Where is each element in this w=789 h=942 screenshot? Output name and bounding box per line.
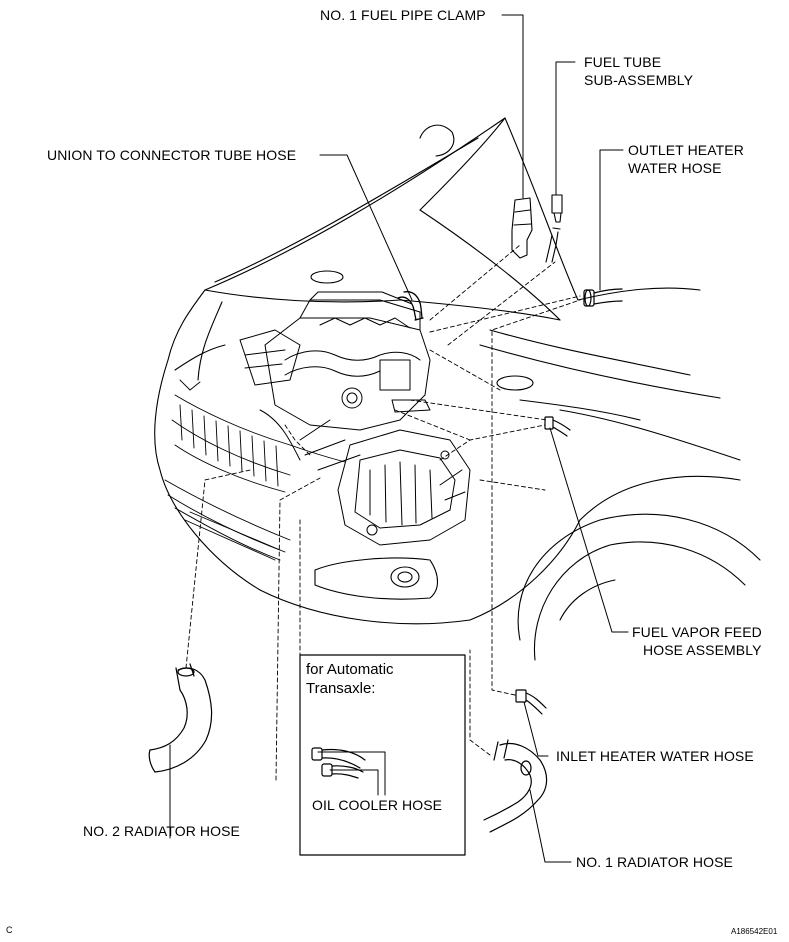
inlet-heater-hose-part	[515, 689, 547, 715]
label-outlet-heater-line2: WATER HOSE	[628, 160, 722, 176]
fuel-tube-part	[545, 194, 563, 263]
label-outlet-heater-line1: OUTLET HEATER	[628, 142, 744, 158]
engine-assembly	[239, 291, 431, 471]
oil-cooler-hose-part	[311, 747, 366, 779]
fuel-vapor-hose-part	[544, 416, 571, 437]
outlet-heater-hose-part	[583, 288, 623, 307]
union-hose-graphic	[397, 291, 424, 321]
label-fuel-pipe-clamp: NO. 1 FUEL PIPE CLAMP	[320, 7, 486, 23]
fuel-pipe-clamp-part	[511, 197, 533, 259]
label-fuel-vapor-line1: FUEL VAPOR FEED	[632, 624, 762, 640]
label-fuel-vapor-line2: HOSE ASSEMBLY	[643, 642, 762, 658]
leader-lines	[169, 14, 629, 863]
label-radiator-no1: NO. 1 RADIATOR HOSE	[576, 854, 733, 870]
footer-figure-id: A186542E01	[731, 927, 778, 936]
label-radiator-no2: NO. 2 RADIATOR HOSE	[83, 823, 240, 839]
dashed-guide-lines	[185, 244, 581, 781]
inset-title-line1: for Automatic	[306, 661, 394, 678]
label-fuel-tube-line1: FUEL TUBE	[584, 54, 662, 70]
radiator-no1-hose-part	[483, 739, 548, 833]
cowl-and-windshield	[310, 117, 721, 399]
fender-and-bumper	[154, 289, 761, 661]
radiator-no2-hose-part	[148, 663, 213, 773]
fog-lamp	[314, 557, 439, 600]
inset-title-line2: Transaxle:	[306, 680, 376, 697]
automatic-transaxle-inset-box	[299, 654, 466, 856]
label-inlet-heater: INLET HEATER WATER HOSE	[556, 748, 754, 764]
label-oil-cooler: OIL COOLER HOSE	[312, 797, 443, 813]
footer-left-code: C	[6, 925, 13, 935]
front-grille	[164, 379, 346, 561]
transaxle-assembly	[337, 429, 471, 546]
label-fuel-tube-line2: SUB-ASSEMBLY	[584, 72, 694, 88]
hood	[204, 117, 561, 321]
label-union-hose: UNION TO CONNECTOR TUBE HOSE	[47, 147, 297, 163]
